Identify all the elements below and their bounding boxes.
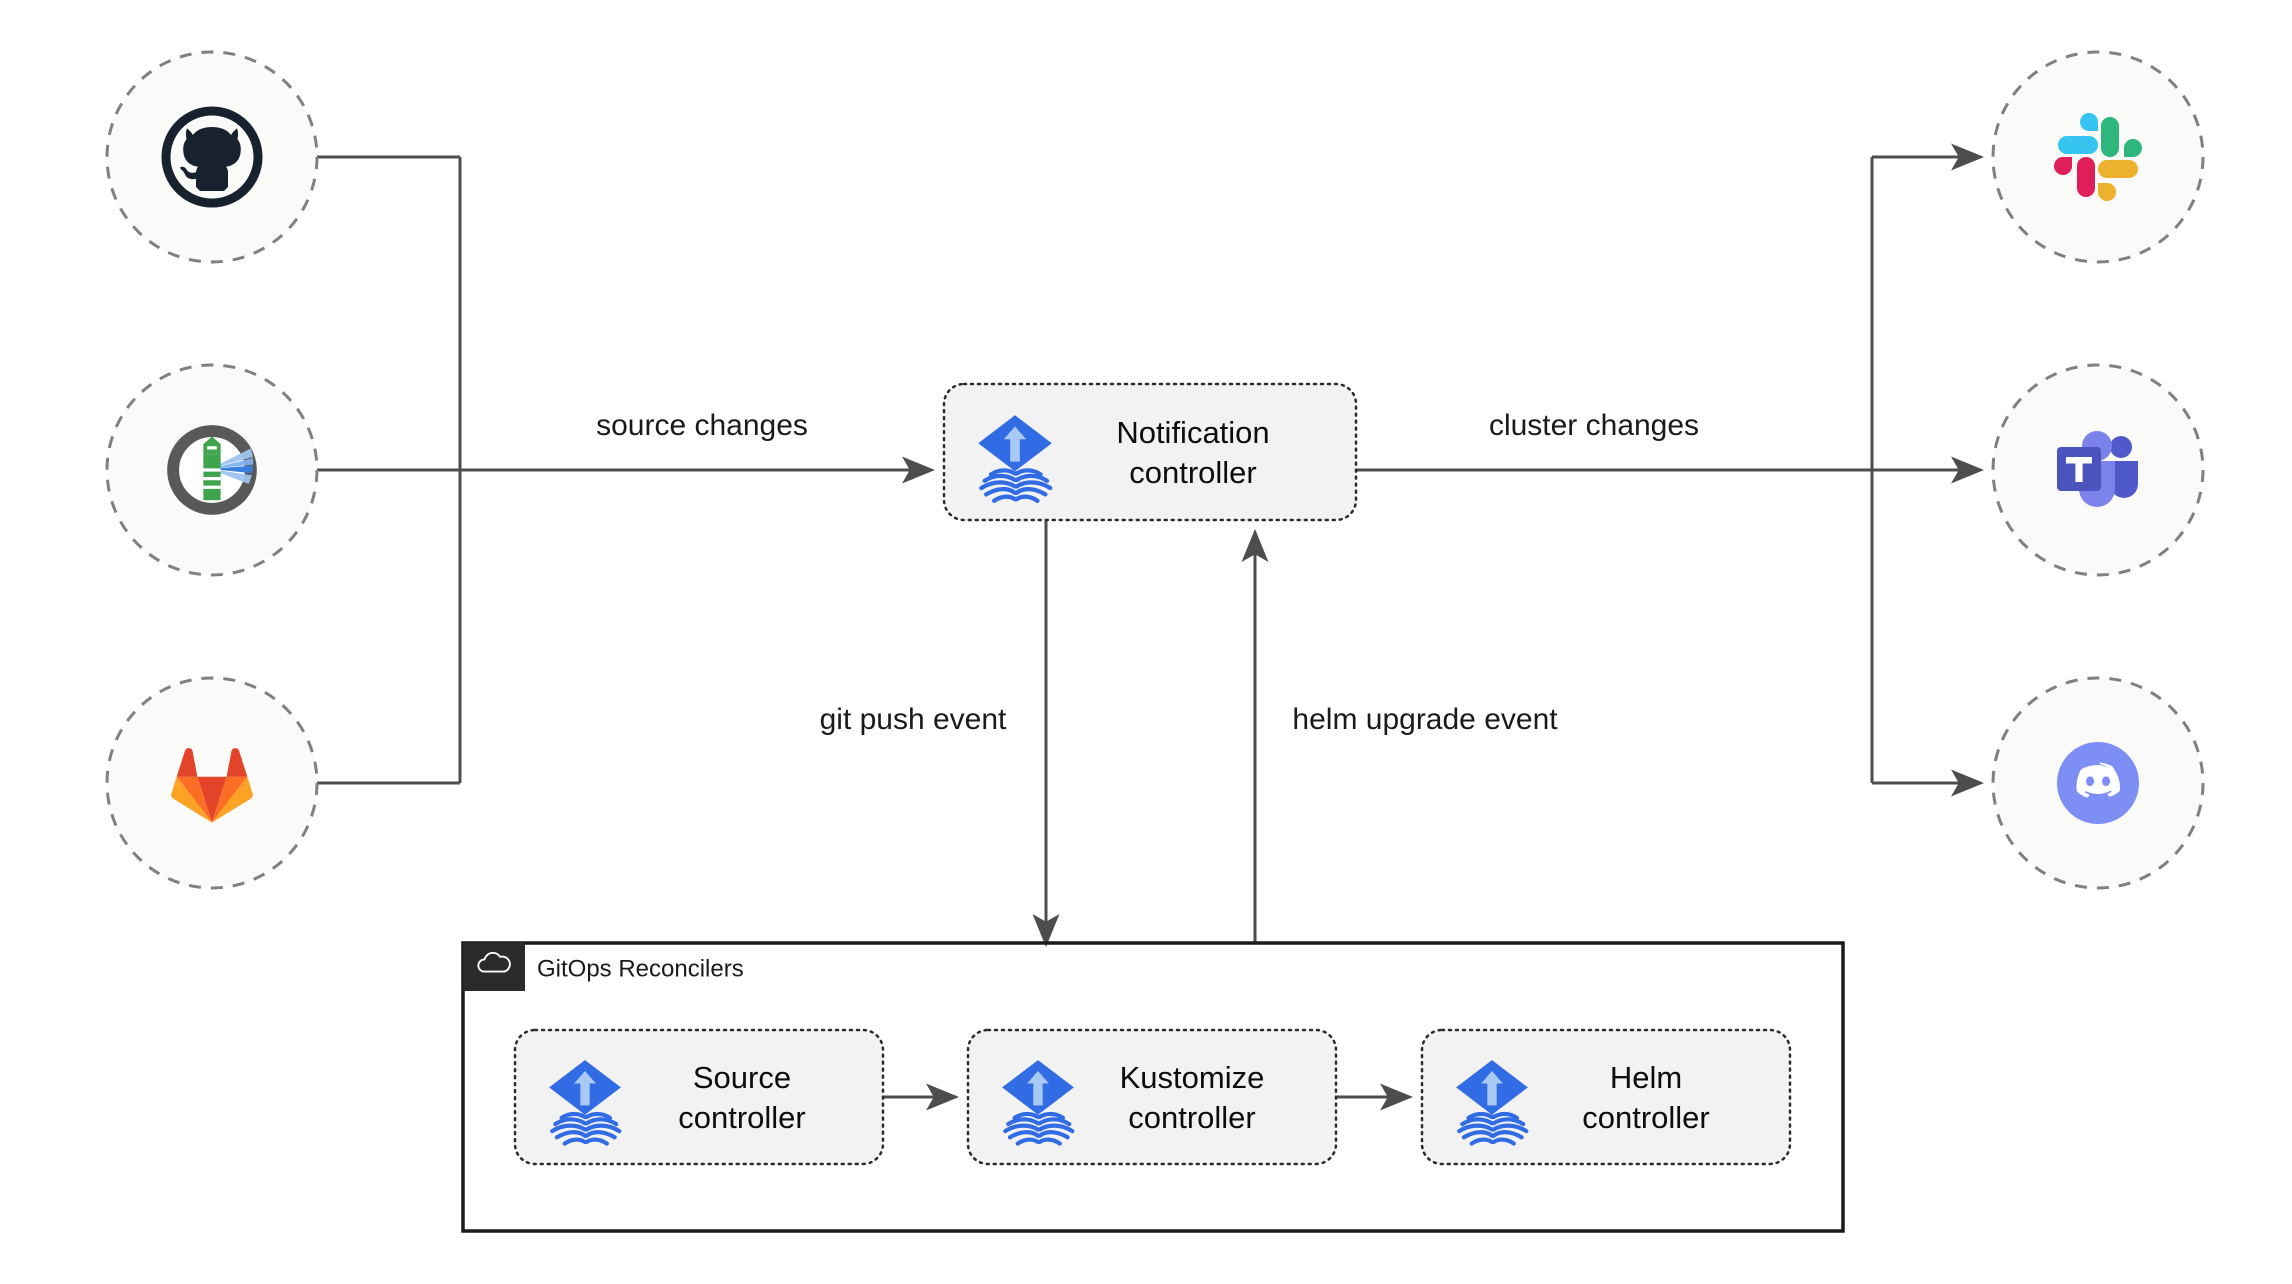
helm-controller-box[interactable] (1420, 1028, 1792, 1166)
destination-node-discord[interactable] (1991, 676, 2205, 890)
source-node-bucket[interactable] (105, 363, 319, 577)
source-node-github[interactable] (105, 50, 319, 264)
gitops-reconcilers-boundary (461, 941, 1845, 1233)
edge-label-source-changes: source changes (596, 409, 808, 442)
source-controller-node[interactable]: Source controller (513, 1028, 885, 1166)
helm-controller-label-line2: controller (1582, 1100, 1710, 1135)
source-controller-label-line1: Source (693, 1060, 791, 1095)
gitops-reconcilers-title: GitOps Reconcilers (537, 955, 744, 982)
helm-controller-label-line1: Helm (1610, 1060, 1682, 1095)
notification-controller-label-line2: controller (1129, 455, 1257, 490)
notification-controller-node[interactable]: Notification controller (942, 382, 1358, 522)
discord-icon (2057, 742, 2139, 824)
edge-label-git-push-event: git push event (820, 703, 1007, 736)
lighthouse-icon (173, 431, 253, 509)
destination-node-slack[interactable] (1991, 50, 2205, 264)
kustomize-controller-label-line2: controller (1128, 1100, 1256, 1135)
edge-labels-layer: source changes cluster changes git push … (596, 409, 1699, 736)
destination-node-teams[interactable] (1991, 363, 2205, 577)
helm-controller-node[interactable]: Helm controller (1420, 1028, 1792, 1166)
source-controller-label-line2: controller (678, 1100, 806, 1135)
edge-label-cluster-changes: cluster changes (1489, 409, 1699, 442)
gitops-reconcilers-tab (463, 943, 525, 991)
slack-node-circle[interactable] (1991, 50, 2205, 264)
source-controller-box[interactable] (513, 1028, 885, 1166)
kustomize-controller-label-line1: Kustomize (1120, 1060, 1265, 1095)
gitops-reconcilers-group: GitOps Reconcilers Source controller Kus… (461, 941, 1845, 1233)
source-node-gitlab[interactable] (105, 676, 319, 890)
kustomize-controller-node[interactable]: Kustomize controller (966, 1028, 1338, 1166)
edge-label-helm-upgrade-event: helm upgrade event (1292, 703, 1558, 736)
kustomize-controller-box[interactable] (966, 1028, 1338, 1166)
edges-layer (317, 143, 1984, 1111)
destination-nodes-layer (1991, 50, 2205, 890)
notification-controller-label-line1: Notification (1116, 415, 1269, 450)
source-nodes-layer (105, 50, 319, 890)
